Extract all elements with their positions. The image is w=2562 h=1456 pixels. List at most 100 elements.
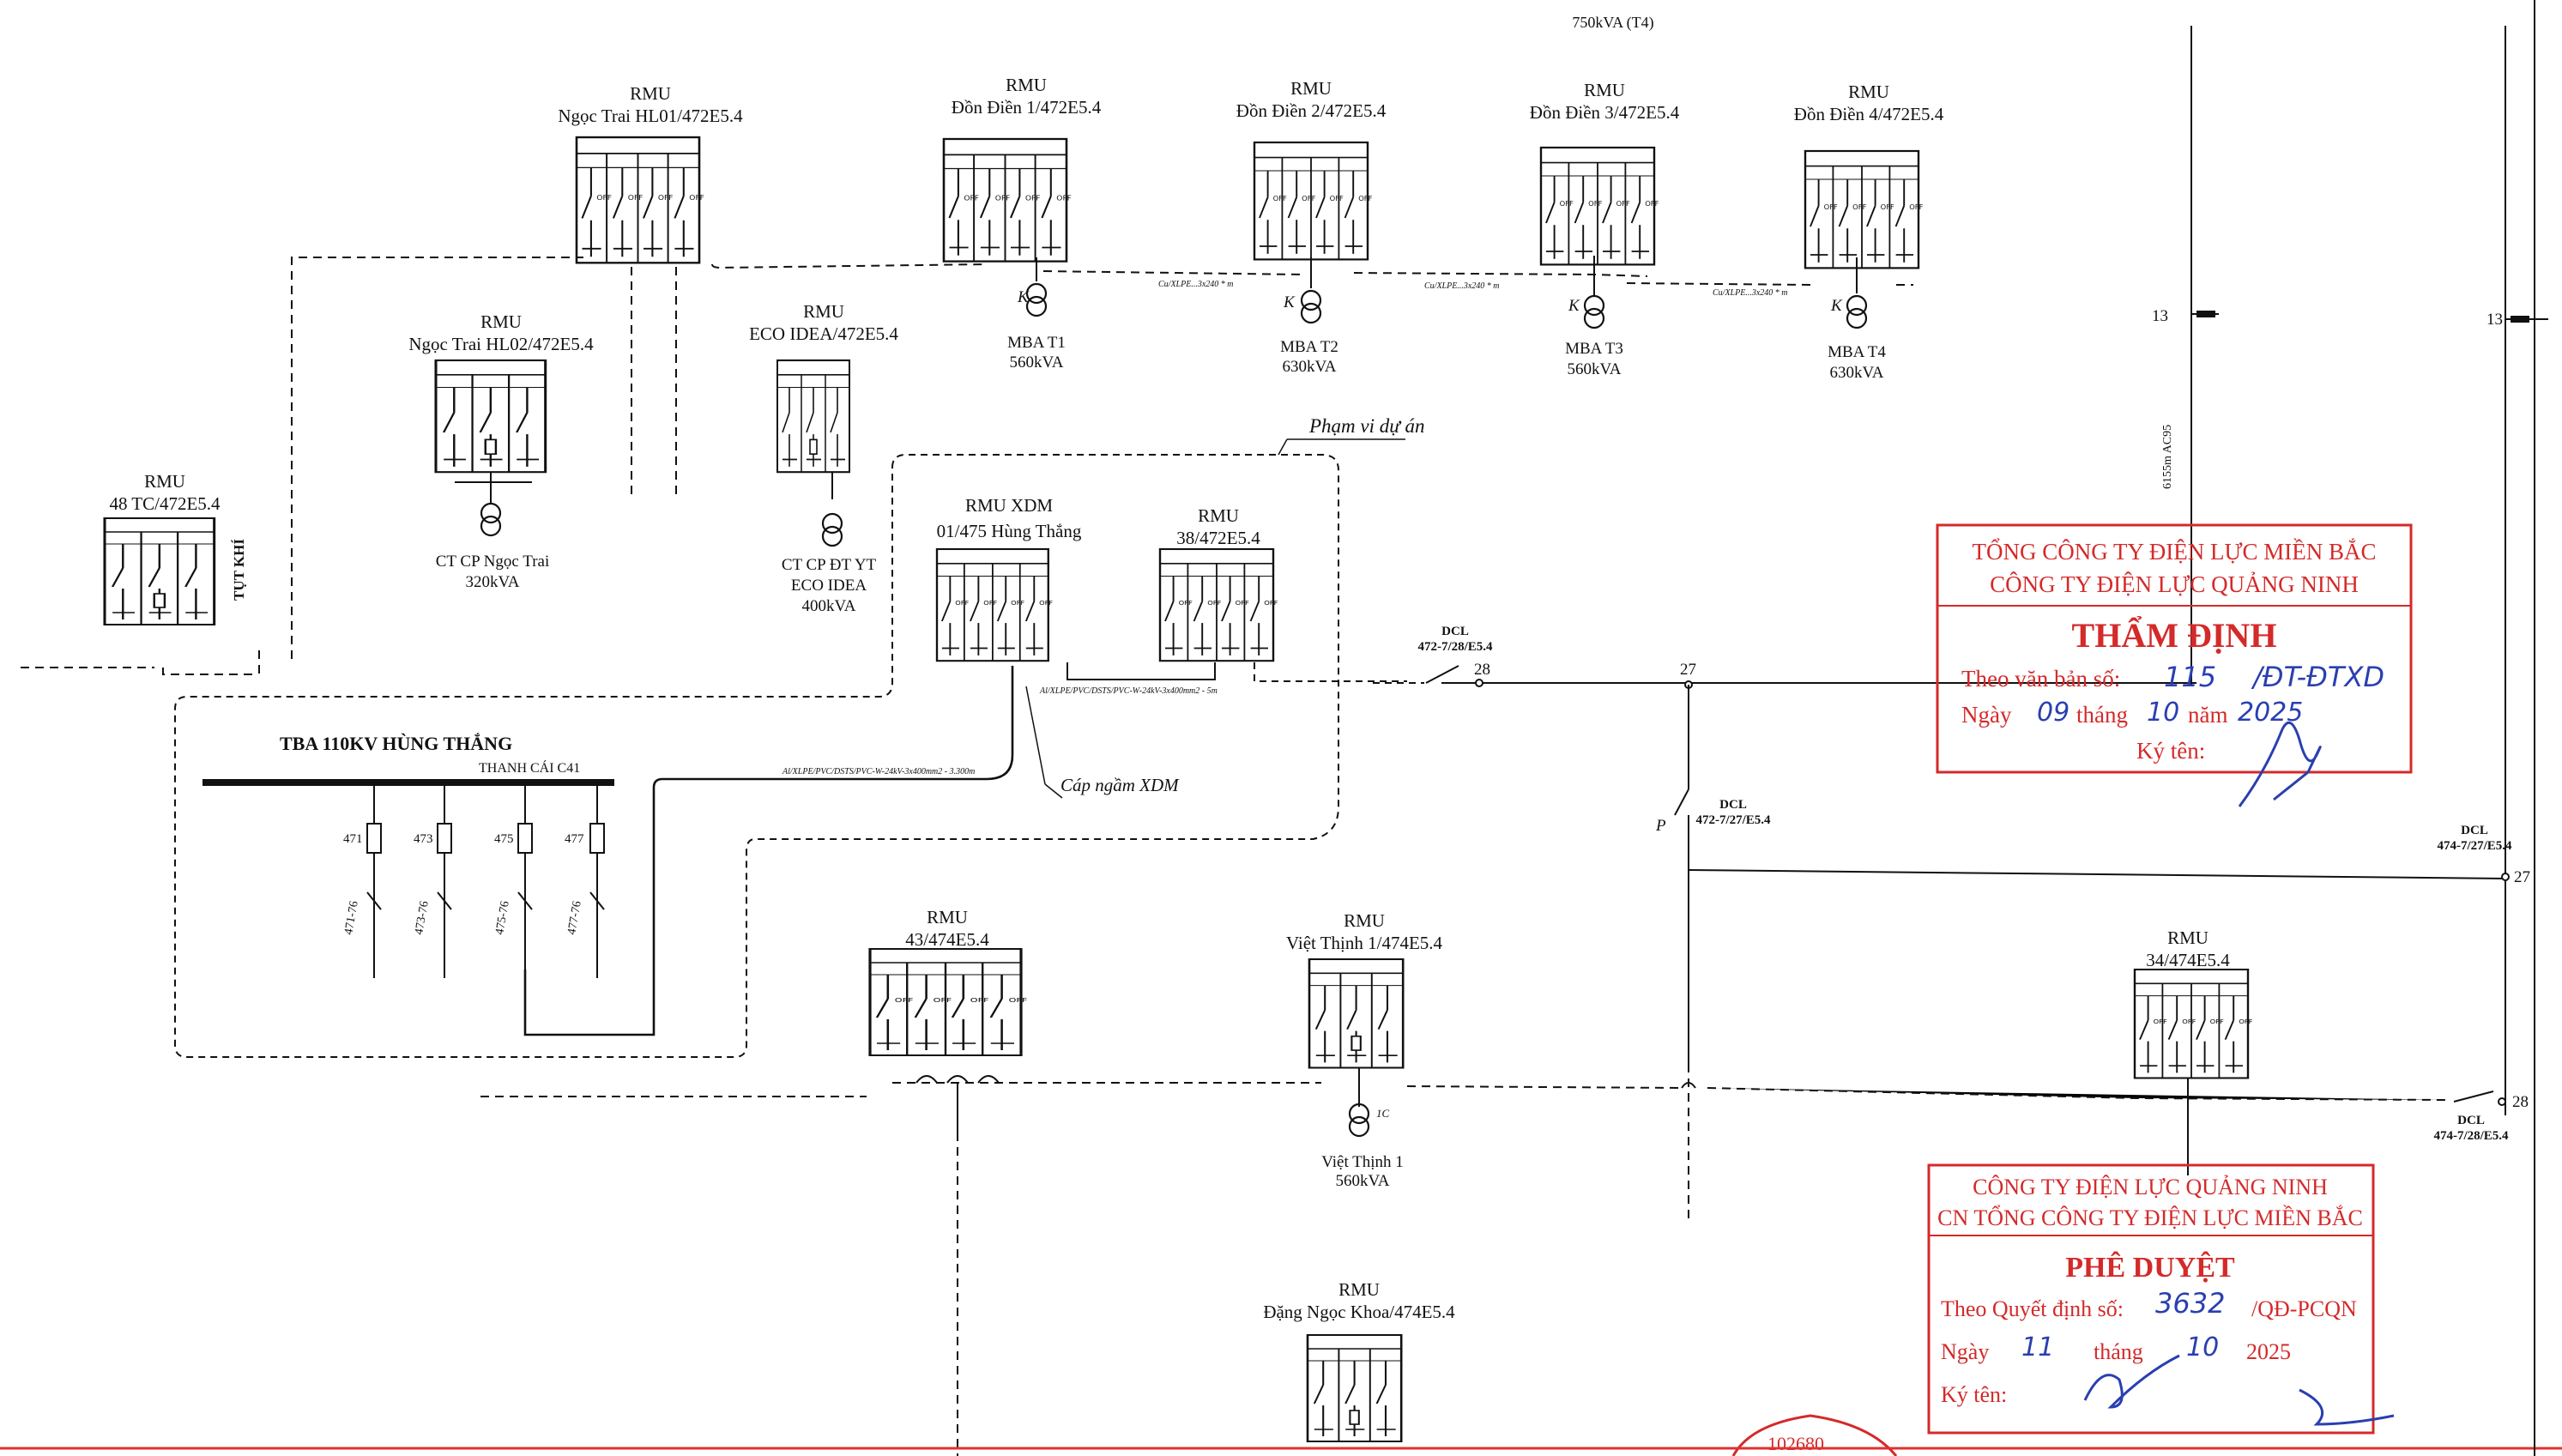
approval-month: 10 <box>2186 1332 2219 1362</box>
rmu-name: Việt Thịnh 1/474E5.4 <box>1286 933 1443 953</box>
feeder-label: 475 <box>494 832 514 846</box>
feeder-label: 471 <box>343 832 363 846</box>
rmu-title: RMU <box>144 471 185 492</box>
rmu-name: Đặng Ngọc Khoa/474E5.4 <box>1263 1302 1455 1322</box>
transformer-eco: CT CP ĐT YT ECO IDEA 400kVA <box>782 512 877 615</box>
outgoing-label: 471-76 <box>342 900 361 936</box>
rmu-name: 34/474E5.4 <box>2146 950 2230 970</box>
dcl-474-7-28: 28 DCL 474-7/28/E5.4 <box>2433 1090 2529 1143</box>
rmu-name: Ngọc Trai HL01/472E5.4 <box>558 106 743 126</box>
feeder-label: 473 <box>414 832 433 846</box>
cable-spec-2: Al/XLPE/PVC/DSTS/PVC-W-24kV-3x400mm2 - 3… <box>782 767 975 776</box>
rmu-title: RMU <box>630 83 671 104</box>
rmu-34-474: RMU 34/474E5.4 <box>2133 927 2255 1175</box>
rmu-name: ECO IDEA/472E5.4 <box>749 323 898 344</box>
rmu-title: RMU <box>1198 505 1239 526</box>
rmu-name: Đồn Điền 1/472E5.4 <box>952 97 1102 118</box>
substation-title: TBA 110KV HÙNG THẮNG <box>280 733 512 754</box>
approval-title: PHÊ DUYỆT <box>2065 1251 2235 1284</box>
review-org-1: TỔNG CÔNG TY ĐIỆN LỰC MIỀN BẮC <box>1973 538 2377 565</box>
node-label: 28 <box>2512 1093 2529 1111</box>
rmu-ngoc-trai-hl01: RMU Ngọc Trai HL01/472E5.4 <box>558 83 743 264</box>
rmu-don-dien-3: RMU Đồn Điền 3/472E5.4 <box>1530 80 1680 266</box>
dcl-label: DCL <box>2457 1114 2485 1127</box>
transformer-rating: 400kVA <box>802 597 856 615</box>
busbar-label: THANH CÁI C41 <box>479 759 580 776</box>
approval-stamp: CÔNG TY ĐIỆN LỰC QUẢNG NINH CN TỔNG CÔNG… <box>1927 1163 2395 1435</box>
project-scope-boundary <box>174 454 1339 1058</box>
outgoing-label: 475-76 <box>493 900 512 936</box>
approval-decision-suffix: /QĐ-PCQN <box>2251 1296 2357 1321</box>
dcl-mark: P <box>1655 817 1666 835</box>
review-year: 2025 <box>2238 698 2303 728</box>
approval-date-prefix: Ngày <box>1941 1339 1989 1364</box>
rmu-don-dien-1: RMU Đồn Điền 1/472E5.4 <box>942 75 1102 263</box>
dcl-code: 472-7/27/E5.4 <box>1695 813 1771 827</box>
rmu-name: 38/472E5.4 <box>1176 528 1260 548</box>
node-13-right: 13 <box>2486 311 2548 329</box>
rmu-title: RMU <box>803 301 844 322</box>
review-signature <box>2238 721 2322 807</box>
review-year-label: năm <box>2188 702 2228 728</box>
dcl-472-7-27: P DCL 472-7/27/E5.4 <box>1655 798 1771 835</box>
review-doc-no: 115 <box>2164 661 2216 693</box>
approval-decision-no: 3632 <box>2155 1287 2225 1320</box>
rmu-name: 48 TC/472E5.4 <box>109 493 221 514</box>
cable-label: Cu/XLPE...3x240 * m <box>1424 281 1500 291</box>
rmu-title: RMU <box>2167 927 2209 948</box>
node-label: 13 <box>2486 311 2503 329</box>
rmu-viet-thinh-1: RMU Việt Thịnh 1/474E5.4 <box>1286 910 1443 1107</box>
outgoing-label: 477-76 <box>565 900 584 936</box>
cable-spec-1: Al/XLPE/PVC/DSTS/PVC-W-24kV-3x400mm2 - 5… <box>1039 686 1218 696</box>
node-label: 27 <box>1680 661 1696 679</box>
vertical-label-tut-khi: TỤT KHÍ <box>231 539 247 601</box>
node-label: 28 <box>1474 661 1490 679</box>
review-stamp: TỔNG CÔNG TY ĐIỆN LỰC MIỀN BẮC CÔNG TY Đ… <box>1936 523 2413 807</box>
rmu-eco-idea: RMU ECO IDEA/472E5.4 <box>749 301 898 499</box>
transformer-rating: 560kVA <box>1336 1172 1390 1190</box>
review-doc-suffix: /ĐT-ĐTXD <box>2251 661 2384 693</box>
review-date-prefix: Ngày <box>1961 702 2012 728</box>
transformer-name: MBA T1 <box>1007 334 1066 352</box>
underground-cable-label: Cáp ngầm XDM <box>1060 775 1180 795</box>
rmu-48-tc: RMU 48 TC/472E5.4 <box>103 471 221 626</box>
transformer-ngoc-trai: CT CP Ngọc Trai 320kVA <box>436 484 549 591</box>
transformer-mark: 1C <box>1376 1107 1390 1120</box>
rmu-title: RMU <box>927 907 968 927</box>
transformer-mark: K <box>1283 293 1296 311</box>
approval-sign-label: Ký tên: <box>1941 1382 2007 1407</box>
rmu-name: Đồn Điền 3/472E5.4 <box>1530 102 1680 123</box>
rmu-title: RMU <box>1338 1279 1380 1300</box>
rmu-title: RMU <box>480 311 522 332</box>
cable-label: Cu/XLPE...3x240 * m <box>1713 288 1788 298</box>
dcl-472-7-28: DCL 472-7/28/E5.4 28 <box>1417 625 1493 687</box>
top-label: 750kVA (T4) <box>1572 14 1653 32</box>
transformer-name: MBA T3 <box>1565 340 1623 358</box>
seal-number: 102680 <box>1767 1433 1824 1454</box>
approval-year: 2025 <box>2246 1339 2291 1364</box>
transformer-t3: K MBA T3 560kVA <box>1565 256 1623 378</box>
transformer-name: MBA T4 <box>1828 343 1886 361</box>
transformer-t4: K MBA T4 630kVA <box>1828 257 1886 382</box>
node-27: 27 <box>1674 661 1696 1064</box>
transformer-mark: K <box>1017 288 1030 306</box>
dcl-code: 474-7/27/E5.4 <box>2437 839 2512 853</box>
transformer-mark: K <box>1830 297 1843 315</box>
transformer-rating: 630kVA <box>1283 358 1337 376</box>
red-seal: 102680 <box>1731 1414 1898 1456</box>
transformer-t1: K MBA T1 560kVA <box>1007 257 1066 372</box>
rmu-title: RMU <box>1584 80 1625 100</box>
node-label: 13 <box>2152 307 2168 325</box>
vertical-label-ac95: 6155m AC95 <box>2161 425 2174 489</box>
approval-org-2: CN TỔNG CÔNG TY ĐIỆN LỰC MIỀN BẮC <box>1937 1205 2363 1230</box>
dcl-label: DCL <box>2461 824 2488 837</box>
dcl-474-7-27: DCL 474-7/27/E5.4 27 <box>2437 824 2530 886</box>
rmu-name: Đồn Điền 2/472E5.4 <box>1236 100 1387 121</box>
underground-cable <box>523 666 1014 1036</box>
rmu-don-dien-4: RMU Đồn Điền 4/472E5.4 <box>1794 82 1944 269</box>
cable-label: Cu/XLPE...3x240 * m <box>1158 280 1234 289</box>
approval-signature <box>2083 1354 2395 1426</box>
review-month: 10 <box>2147 698 2179 728</box>
outgoing-label: 473-76 <box>413 900 432 936</box>
